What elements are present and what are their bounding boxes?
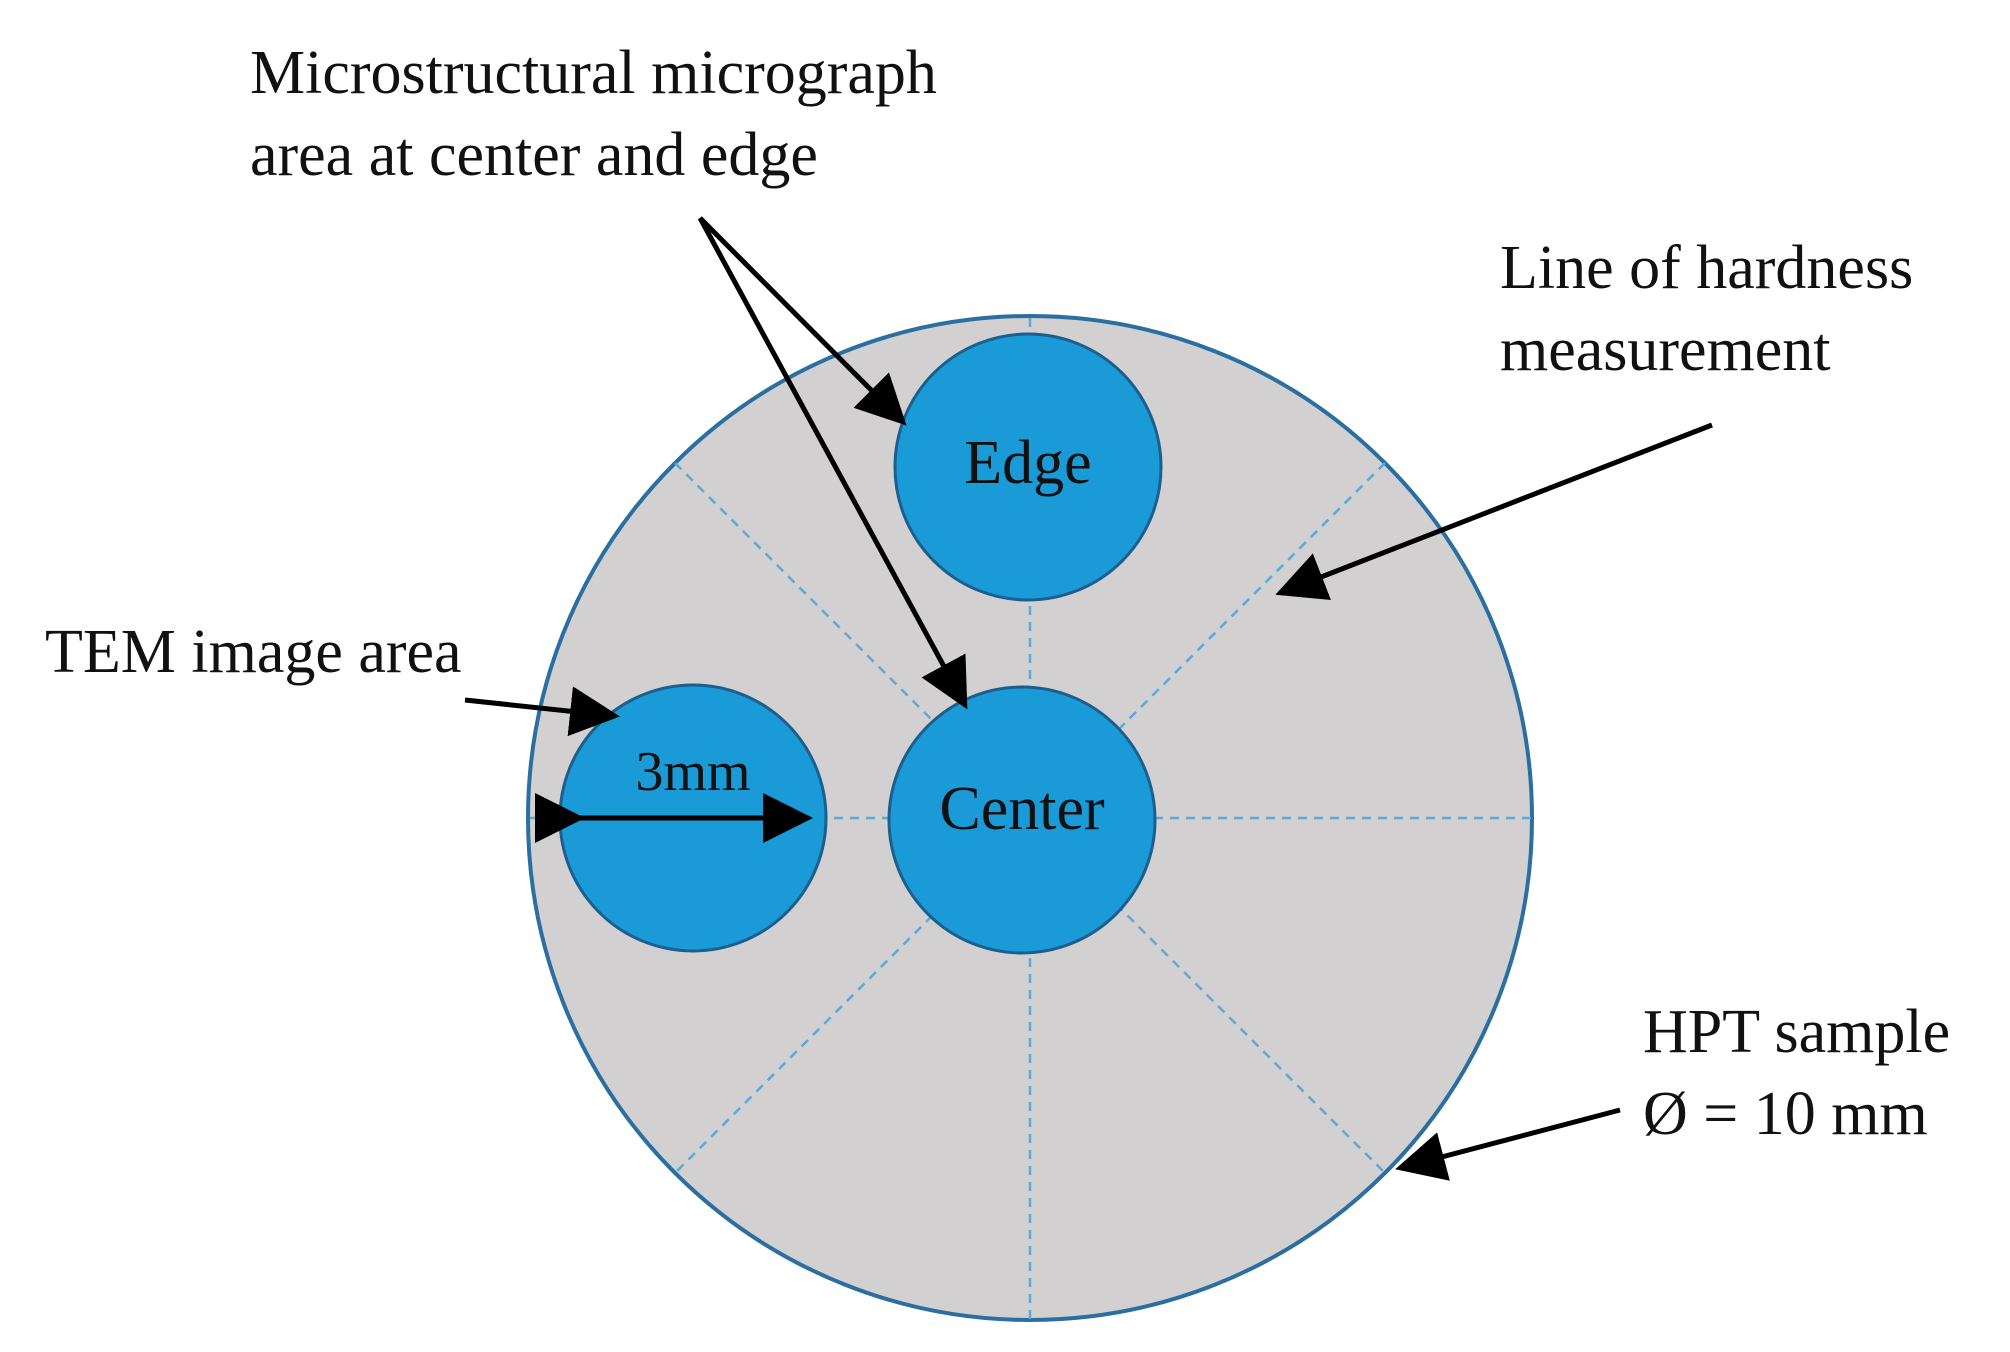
hardness-label-line-2: measurement xyxy=(1500,316,1831,384)
hardness-arrow xyxy=(1275,422,1713,600)
tem-diameter-label: 3mm xyxy=(635,741,750,803)
center-label: Center xyxy=(939,775,1105,843)
center-region xyxy=(889,687,1155,953)
edge-label: Edge xyxy=(964,429,1091,497)
edge-region-outline xyxy=(893,332,1163,602)
micrograph-label-line-1: Microstructural micrograph xyxy=(250,39,937,107)
center-region-outline xyxy=(887,685,1157,955)
tem-arrow xyxy=(464,686,620,737)
sample-label-line-1: HPT sample xyxy=(1643,998,1950,1066)
edge-region xyxy=(895,334,1161,600)
hardness-label-line-1: Line of hardness xyxy=(1500,234,1913,302)
micrograph-arrow-to-center xyxy=(697,216,968,710)
sample-disk-outline xyxy=(526,314,1534,1322)
tem-label: TEM image area xyxy=(45,618,462,686)
micrograph-arrow-to-edge xyxy=(698,216,907,426)
micrograph-label-line-2: area at center and edge xyxy=(250,121,818,189)
sample-arrow xyxy=(1395,1107,1621,1181)
sample-label-line-2: Ø = 10 mm xyxy=(1643,1080,1928,1148)
